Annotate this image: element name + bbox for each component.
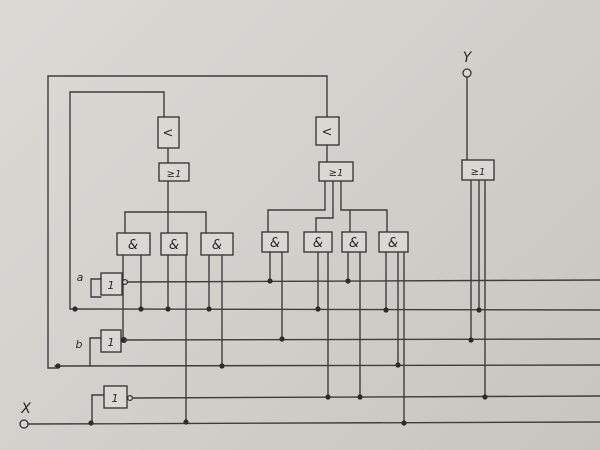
feedback-loop-inner [69, 91, 165, 310]
or-symbol-output: ≥1 [471, 167, 486, 178]
and-symbol-left-3: & [212, 238, 222, 253]
label-state-a: a [77, 271, 84, 284]
and-gate-mid-1 [261, 231, 289, 253]
or-symbol-left: ≥1 [167, 169, 182, 180]
and-symbol-mid-4: & [388, 236, 398, 251]
and-symbol-mid-2: & [313, 236, 323, 251]
and-gate-mid-4 [378, 231, 409, 253]
bus-a [126, 279, 600, 283]
bus-x-inverted [27, 421, 600, 425]
and-gate-left-2 [160, 232, 188, 256]
and-gate-left-1 [116, 232, 151, 256]
or-gate-output [461, 159, 495, 181]
and-gate-mid-3 [341, 231, 367, 253]
delay-symbol-left: < [163, 126, 174, 141]
and-symbol-mid-1: & [270, 236, 280, 251]
bus-x [129, 395, 600, 399]
not-symbol-b: 1 [108, 336, 115, 349]
label-output-y: Y [463, 50, 473, 66]
not-gate-x [103, 385, 128, 409]
and-gate-left-3 [200, 232, 234, 256]
or-symbol-middle: ≥1 [329, 168, 344, 179]
and-symbol-mid-3: & [349, 236, 359, 251]
not-symbol-x: 1 [112, 392, 119, 405]
bus-b [122, 338, 600, 341]
not-bubble-a [121, 278, 129, 286]
not-gate-a [100, 272, 123, 296]
and-symbol-left-1: & [128, 238, 138, 253]
output-terminal-y [462, 68, 472, 78]
feedback-loop-outer [47, 75, 328, 369]
and-symbol-left-2: & [169, 238, 179, 253]
bus-a-inverted [74, 308, 600, 311]
label-input-x: X [20, 401, 31, 417]
not-bubble-x [126, 394, 134, 402]
delay-symbol-right: < [322, 125, 333, 140]
or-gate-middle [318, 161, 354, 182]
not-symbol-a: 1 [108, 279, 115, 292]
or-gate-left [158, 162, 190, 182]
input-terminal-x [19, 419, 29, 429]
junction-dots [55, 278, 488, 426]
label-state-b: b [76, 338, 83, 351]
